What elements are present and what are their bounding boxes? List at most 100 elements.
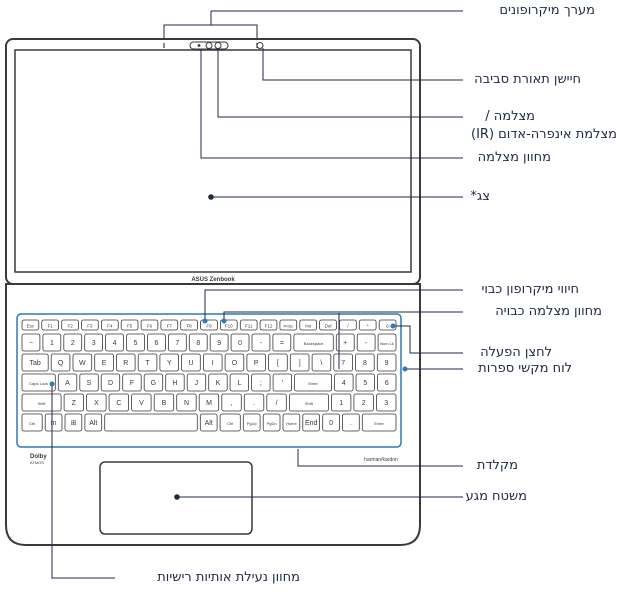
key-5-8 (262, 413, 281, 432)
key-3-10 (251, 373, 271, 392)
key-label-0-12: F12 (265, 324, 273, 329)
key-label-5-2: ⊞ (71, 420, 77, 427)
key-label-1-11: - (260, 340, 263, 347)
camera-ir-lens (214, 42, 222, 49)
key-label-2-6: Y (167, 360, 172, 367)
label-touchpad: משטח מגע (465, 489, 527, 504)
key-label-3-9: L (237, 380, 241, 387)
display-screen (14, 49, 412, 273)
key-0-8 (180, 319, 198, 331)
key-4-6 (176, 393, 197, 412)
key-3-3 (100, 373, 121, 392)
key-2-2 (72, 353, 93, 372)
key-1-2 (63, 333, 83, 352)
dot-touchpad (174, 494, 180, 500)
label-power-button: לחצן הפעלה (480, 345, 552, 360)
callout-keyboard (297, 449, 463, 467)
ambient-light-sensor (256, 42, 264, 49)
key-0-5 (120, 319, 139, 331)
callout-power (393, 325, 463, 354)
key-label-1-12: = (280, 340, 284, 347)
dolby-logo: Dolby (30, 454, 47, 460)
key-3-13 (334, 373, 354, 392)
label-camera-off: מחוון מצלמה כבויה (495, 304, 602, 319)
key-4-13 (353, 393, 374, 412)
key-2-10 (246, 353, 266, 372)
key-label-4-2: X (94, 400, 99, 407)
key-label-1-7: 7 (175, 340, 179, 347)
key-label-2-2: W (79, 360, 86, 367)
label-mic-array: מערך מיקרופונים (499, 3, 595, 18)
key-3-1 (57, 373, 78, 392)
key-1-1 (42, 333, 62, 352)
key-label-5-3: Alt (89, 420, 97, 427)
key-label-5-7: PgUp (247, 421, 258, 426)
key-4-9 (243, 393, 265, 412)
key-label-4-7: M (206, 400, 212, 407)
key-label-1-13: Backspace (304, 341, 324, 346)
key-2-4 (116, 353, 136, 372)
key-3-6 (165, 373, 185, 392)
callout-cam-off (223, 311, 463, 321)
key-label-0-0: Esc (27, 324, 35, 329)
key-1-14 (335, 333, 355, 352)
key-2-3 (94, 353, 114, 372)
key-3-9 (229, 373, 250, 392)
dot-display (208, 194, 214, 200)
key-label-1-8: 8 (196, 340, 200, 347)
key-label-3-1: A (65, 380, 70, 387)
key-label-0-11: F11 (245, 324, 253, 329)
key-label-3-0: Caps Lock (29, 381, 48, 386)
key-label-2-8: I (212, 360, 214, 367)
key-2-9 (224, 353, 245, 372)
key-label-3-6: H (172, 380, 177, 387)
key-4-5 (153, 393, 175, 412)
key-label-0-9: F9 (206, 324, 212, 329)
key-label-2-10: P (254, 360, 259, 367)
key-4-2 (86, 393, 107, 412)
key-5-0 (21, 413, 43, 432)
key-3-7 (186, 373, 207, 392)
key-0-13 (279, 319, 298, 331)
key-4-3 (108, 393, 129, 412)
key-label-5-6: Ctrl (227, 421, 233, 426)
key-3-14 (355, 373, 375, 392)
key-label-2-5: T (145, 360, 150, 367)
key-5-10 (302, 413, 320, 432)
key-label-0-14: Ins (305, 324, 312, 329)
key-4-10 (266, 393, 287, 412)
brand-logo: ASUS Zenbook (191, 277, 235, 283)
key-label-1-3: 3 (92, 340, 96, 347)
key-2-1 (50, 353, 71, 372)
key-2-15 (355, 353, 375, 372)
key-5-7 (242, 413, 261, 432)
label-camera-line2: מצלמת אינפרה-אדום (IR) (471, 127, 617, 142)
dot-numpad (402, 366, 408, 372)
camera-lens (205, 42, 213, 49)
key-label-5-9: Home (286, 421, 297, 426)
key-3-15 (377, 373, 397, 392)
key-label-2-1: Q (58, 360, 64, 367)
callout-camera (217, 49, 463, 118)
key-label-3-12: Enter (308, 381, 318, 386)
key-4-7 (198, 393, 220, 412)
key-0-12 (259, 319, 278, 331)
key-5-3 (84, 413, 103, 432)
key-label-1-6: 6 (154, 340, 158, 347)
key-0-3 (81, 319, 99, 331)
key-label-5-5: Alt (205, 420, 213, 427)
label-capslock: מחוון נעילת אותיות רישיות (157, 570, 300, 585)
key-2-13 (311, 353, 332, 372)
key-label-0-5: F5 (127, 324, 133, 329)
key-label-0-7: F7 (167, 324, 173, 329)
key-label-1-1: 1 (50, 340, 54, 347)
key-2-14 (333, 353, 353, 372)
key-0-17 (358, 319, 377, 331)
key-0-2 (61, 319, 79, 331)
key-label-1-9: 9 (217, 340, 221, 347)
key-4-14 (376, 393, 397, 412)
key-1-12 (272, 333, 292, 352)
key-label-0-18: ⏻ (386, 324, 390, 329)
